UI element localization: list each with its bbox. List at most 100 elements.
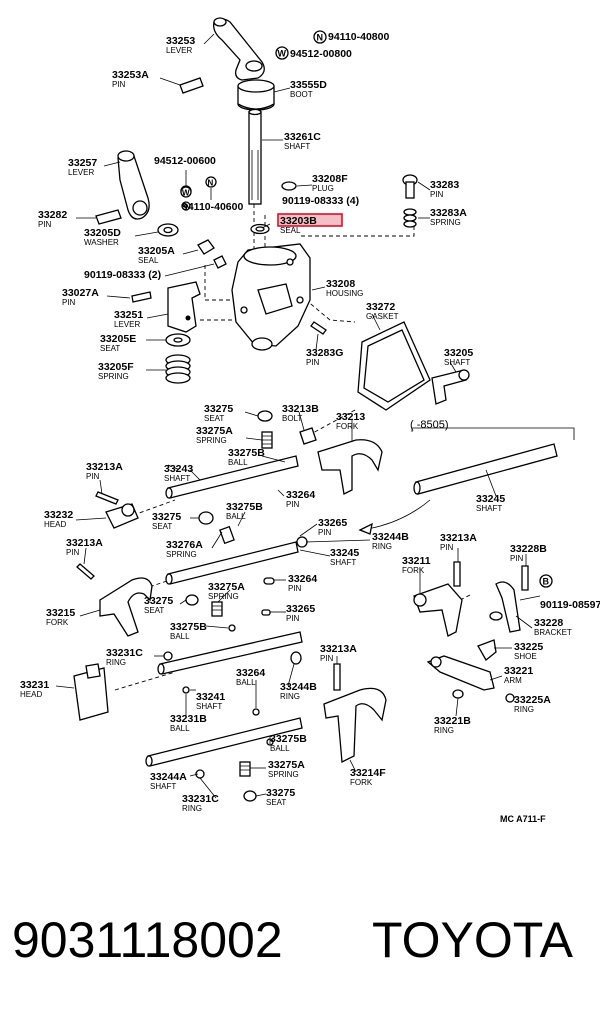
part-name-33244A: SHAFT [150,782,176,791]
part-number-33275-d: 33275 [266,787,295,799]
part-name-33231B: BALL [170,724,190,733]
part-number-33282: 33282 [38,209,67,221]
part-name-33275A-c: SPRING [268,770,299,779]
lever-33257 [117,150,150,220]
part-number-33213A-a: 33213A [86,461,123,473]
part-number: 9031118002 [12,912,283,968]
part-number-33225: 33225 [514,641,543,653]
pin-33283 [402,174,418,199]
part-number-90119-08597: 90119-08597 [540,599,600,611]
part-number-33214F: 33214F [350,767,386,779]
part-number-33276A: 33276A [166,539,203,551]
part-number-33265-a: 33265 [318,517,347,529]
spring-33283a [403,208,417,228]
part-number-33283A: 33283A [430,207,467,219]
part-name-33232: HEAD [44,520,66,529]
shaft-33261c [248,108,262,205]
shaft-33245-mid [165,541,299,585]
part-name-33231C-b: RING [182,804,202,813]
part-number-33251: 33251 [114,309,143,321]
part-name-33231: HEAD [20,690,42,699]
pin-33213a-lower [333,663,341,691]
part-name-33265-a: PIN [318,528,332,537]
part-number-33245-a: 33245 [476,493,505,505]
part-number-33264-c: 33264 [236,667,265,679]
part-number-33243: 33243 [164,463,193,475]
pin-33253a [179,77,204,94]
part-number-33231B: 33231B [170,713,207,725]
part-label-90119-08333-2: 90119-08333 (2) [84,269,161,281]
part-number-33261C: 33261C [284,131,321,143]
diagram-ref: MC A711-F [500,814,546,824]
part-number-94512-00800: 94512-00800 [290,48,352,60]
part-number-33253: 33253 [166,35,195,47]
part-name-33275B-d: BALL [270,744,290,753]
part-label-94512-00600: 94512-00600 [154,155,216,167]
ring-33244b [296,536,308,548]
seat-33275-top [257,410,273,422]
part-number-33232: 33232 [44,509,73,521]
part-name-33275B-a: BALL [228,458,248,467]
spring-33205f [165,354,191,384]
part-name-33253A: PIN [112,80,126,89]
part-name-33283G: PIN [306,358,320,367]
arrow-pointer [358,499,431,535]
range-bracket [411,427,575,440]
pin-33213a-right [453,561,461,587]
part-number-33027A: 33027A [62,287,99,299]
highlight-box-33203b [277,213,343,227]
pin-33027a [131,291,152,303]
part-name-33282: PIN [38,220,52,229]
part-name-33245-b: SHAFT [330,558,356,567]
part-number-90119-08333-4: 90119-08333 (4) [282,195,359,207]
pin-33213a-second [76,563,95,580]
part-number-33244B-b: 33244B [280,681,317,693]
pin-33283g [310,321,327,335]
part-number-33275B-a: 33275B [228,447,265,459]
part-name-33275-b: SEAT [152,522,172,531]
part-name-33205F: SPRING [98,372,129,381]
washer-33205d [157,223,179,237]
part-name-33264-c: BALL [236,678,256,687]
part-number-94110-40800: 94110-40800 [328,31,389,43]
shaft-33241 [157,631,303,675]
bracket-33228 [489,581,521,633]
part-name-33213A-c: PIN [440,543,454,552]
part-name-33221: ARM [504,676,522,685]
part-number-33205: 33205 [444,347,473,359]
part-name-33264-b: PIN [288,584,302,593]
part-number-33205F: 33205F [98,361,134,373]
part-name-33245-a: SHAFT [476,504,502,513]
head-33232 [105,503,139,529]
ball-33275b [228,624,236,632]
part-number-33215: 33215 [46,607,75,619]
part-number-94110-40600: 94110-40600 [182,201,243,213]
spring-33275a-top [261,431,273,449]
part-number-33208F: 33208F [312,173,348,185]
seat-33205e [165,333,191,347]
